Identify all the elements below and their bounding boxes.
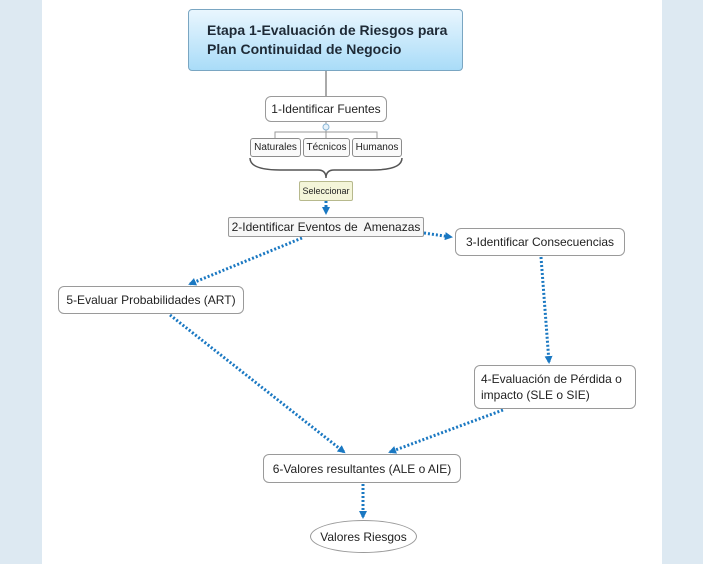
arrow-probabilidades-resultantes	[169, 313, 346, 454]
node-valores-riesgos-label: Valores Riesgos	[320, 529, 407, 544]
node-identificar-consecuencias-label: 3-Identificar Consecuencias	[465, 235, 615, 249]
node-seleccionar[interactable]: Seleccionar	[299, 181, 353, 201]
node-identificar-amenazas-label: 2-Identificar Eventos de Amenazas	[231, 220, 421, 234]
node-evaluar-probabilidades-label: 5-Evaluar Probabilidades (ART)	[66, 293, 236, 307]
node-naturales-label: Naturales	[254, 141, 297, 153]
node-humanos-label: Humanos	[355, 141, 399, 153]
node-tecnicos[interactable]: Técnicos	[303, 138, 350, 157]
arrow-consecuencias-perdida	[539, 256, 553, 364]
collapse-toggle-icon[interactable]	[322, 123, 330, 131]
node-evaluar-probabilidades[interactable]: 5-Evaluar Probabilidades (ART)	[58, 286, 244, 314]
diagram-title[interactable]: Etapa 1-Evaluación de Riesgos para Plan …	[188, 9, 463, 71]
node-humanos[interactable]: Humanos	[352, 138, 402, 157]
arrow-amenazas-consecuencias	[423, 231, 453, 241]
node-identificar-consecuencias[interactable]: 3-Identificar Consecuencias	[455, 228, 625, 256]
node-naturales[interactable]: Naturales	[250, 138, 301, 157]
node-identificar-fuentes[interactable]: 1-Identificar Fuentes	[265, 96, 387, 122]
node-valores-resultantes[interactable]: 6-Valores resultantes (ALE o AIE)	[263, 454, 461, 483]
node-identificar-amenazas[interactable]: 2-Identificar Eventos de Amenazas	[228, 217, 424, 237]
group-brace	[249, 157, 403, 179]
node-valores-resultantes-label: 6-Valores resultantes (ALE o AIE)	[272, 461, 452, 476]
arrow-amenazas-probabilidades	[188, 236, 303, 286]
node-valores-riesgos[interactable]: Valores Riesgos	[310, 520, 417, 553]
node-evaluacion-perdida-label: 4-Evaluación de Pérdida o impacto (SLE o…	[481, 372, 622, 402]
node-seleccionar-label: Seleccionar	[302, 186, 350, 196]
arrow-perdida-resultantes	[388, 408, 504, 454]
node-tecnicos-label: Técnicos	[306, 141, 347, 153]
node-evaluacion-perdida[interactable]: 4-Evaluación de Pérdida o impacto (SLE o…	[474, 365, 636, 409]
node-identificar-fuentes-label: 1-Identificar Fuentes	[271, 102, 381, 116]
diagram-title-text: Etapa 1-Evaluación de Riesgos para Plan …	[207, 22, 448, 57]
